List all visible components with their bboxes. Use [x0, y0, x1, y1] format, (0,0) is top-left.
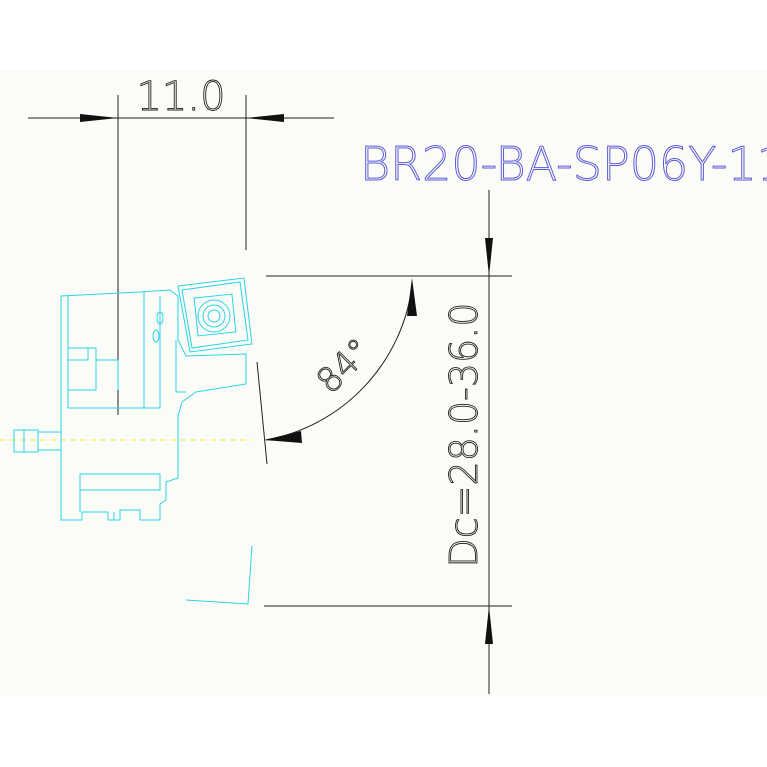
- drawing-sheet: [0, 70, 767, 695]
- arrowhead-top: [485, 238, 493, 276]
- shank-connector: [23, 430, 61, 452]
- insert-screw-mid: [202, 304, 226, 328]
- boring-bar-outline: [13, 277, 253, 605]
- arrowhead-right: [246, 114, 284, 122]
- clamp-block-top: [68, 347, 97, 391]
- neck-line: [175, 340, 186, 393]
- insert-pocket: [193, 293, 237, 337]
- diameter-dimension-label: Dc=28.0-36.0: [442, 303, 486, 568]
- inner-shoulder: [67, 296, 161, 409]
- insert-screw-outer: [197, 299, 231, 333]
- arrowhead-left: [80, 114, 118, 122]
- angle-arc: [265, 285, 413, 441]
- angle-dimension-label: 84°: [309, 331, 380, 402]
- insert-edge: [181, 281, 249, 349]
- angle-extension-line: [256, 361, 268, 465]
- shank-stub: [13, 429, 39, 453]
- insert-screw-inner: [207, 309, 221, 323]
- bar-body: [60, 289, 247, 521]
- clamp-step: [68, 348, 89, 361]
- arrowhead-bottom: [485, 606, 493, 644]
- clamp-detail: [96, 359, 119, 390]
- screw-head-detail: [107, 512, 115, 520]
- coolant-hole-2: [152, 329, 160, 343]
- insert-seat: [177, 277, 253, 353]
- arrowhead-angle-top: [407, 278, 417, 316]
- angle-dimension: [256, 285, 413, 465]
- coolant-hole-1: [156, 311, 164, 325]
- arrowhead-angle-bottom: [264, 431, 302, 443]
- lower-clamp-block: [79, 473, 161, 491]
- width-dimension-label: 11.0: [136, 74, 225, 120]
- part-number-title: BR20-BA-SP06Y-11: [360, 137, 767, 191]
- bore-contour: [185, 545, 253, 605]
- width-dimension: [28, 95, 334, 415]
